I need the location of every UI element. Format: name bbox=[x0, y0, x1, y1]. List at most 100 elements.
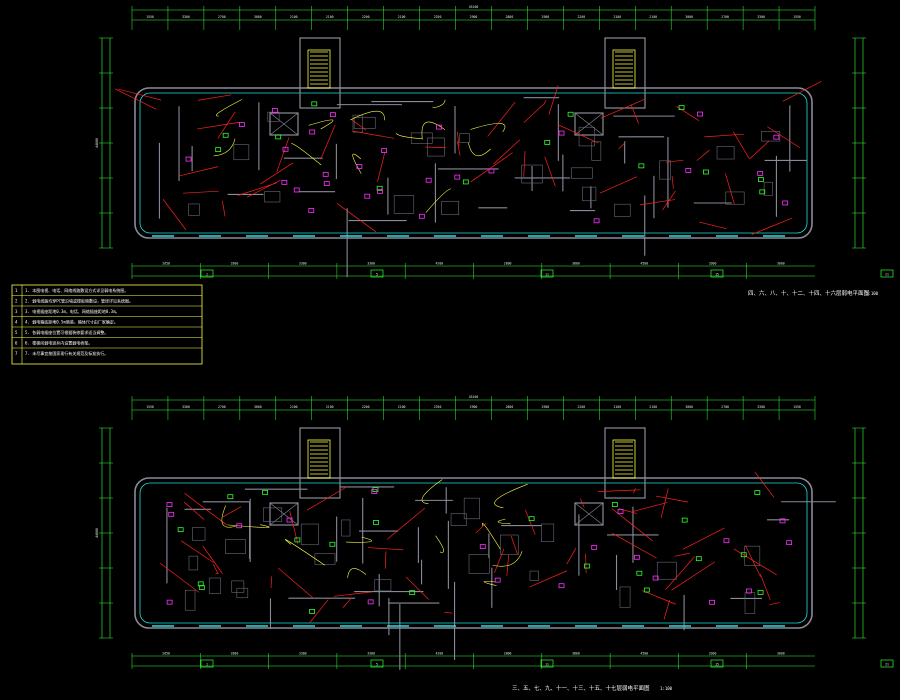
weak-current-circuit bbox=[162, 199, 187, 231]
outlet-device bbox=[166, 599, 173, 605]
outlet-device bbox=[215, 147, 222, 153]
stair-outline bbox=[307, 49, 331, 89]
furniture-block bbox=[463, 497, 480, 520]
dim-top-label: 2700 bbox=[721, 405, 729, 409]
furniture-block bbox=[571, 167, 593, 179]
grid-bubble bbox=[540, 269, 554, 278]
weak-current-circuit bbox=[320, 124, 336, 160]
weak-current-circuit bbox=[213, 564, 219, 574]
weak-current-circuit bbox=[612, 532, 657, 559]
dim-bottom-label: 3300 bbox=[231, 652, 239, 656]
weak-current-circuit bbox=[618, 142, 626, 150]
grid-bubble-label: 21 bbox=[885, 663, 889, 667]
outlet-device bbox=[709, 599, 716, 605]
signal-circuit bbox=[213, 138, 236, 157]
weak-current-circuit bbox=[782, 81, 822, 102]
outlet-device bbox=[723, 538, 730, 544]
dim-bottom-label: 2650 bbox=[162, 652, 170, 656]
dim-bottom-label: 4500 bbox=[640, 652, 648, 656]
plan-lower-scale: 1:100 bbox=[660, 686, 673, 691]
dim-side-label: 44800 bbox=[95, 528, 99, 538]
grid-bubble bbox=[370, 269, 384, 278]
dim-bottom-label: 4200 bbox=[436, 262, 444, 266]
stair-outline bbox=[612, 439, 636, 479]
dim-top-label: 2350 bbox=[434, 15, 442, 19]
furniture-block bbox=[188, 203, 200, 216]
furniture-block bbox=[614, 203, 631, 217]
note-index: 3 bbox=[15, 309, 18, 314]
weak-current-circuit bbox=[309, 599, 329, 623]
furniture-block bbox=[188, 555, 199, 571]
plan-upper-title: 四、六、八、十、十二、十四、十六层弱电平面图 bbox=[748, 289, 870, 297]
outlet-device bbox=[222, 132, 229, 138]
signal-circuit bbox=[468, 142, 491, 156]
outlet-device bbox=[281, 179, 288, 185]
weak-current-circuit bbox=[276, 137, 290, 173]
furniture-block bbox=[236, 587, 249, 599]
weak-current-circuit bbox=[732, 131, 750, 159]
window-band bbox=[139, 482, 808, 624]
outlet-device bbox=[617, 509, 624, 514]
dim-top-label: 2100 bbox=[290, 405, 298, 409]
outlet-device bbox=[633, 554, 640, 560]
grid-bubble bbox=[540, 659, 554, 668]
outlet-device bbox=[271, 108, 278, 113]
outlet-device bbox=[678, 105, 685, 110]
furniture-block bbox=[450, 513, 467, 526]
outlet-device bbox=[198, 585, 205, 590]
furniture-block bbox=[521, 164, 543, 184]
outlet-device bbox=[488, 168, 495, 174]
weak-current-circuit bbox=[769, 602, 780, 606]
elevator-shaft bbox=[269, 502, 299, 526]
dim-top-label: 1550 bbox=[793, 15, 801, 19]
weak-current-circuit bbox=[745, 544, 761, 577]
dim-bottom-label: 3300 bbox=[367, 652, 375, 656]
weak-current-circuit bbox=[181, 540, 214, 563]
weak-current-circuit bbox=[456, 131, 460, 147]
signal-circuit bbox=[470, 123, 506, 133]
note-text-line: 6. 楼梯间弱电竖井内设置弱电桥架。 bbox=[25, 340, 92, 346]
elevator-shaft bbox=[269, 112, 299, 136]
dim-top-label: 3000 bbox=[685, 15, 693, 19]
grid-bubble bbox=[710, 269, 724, 278]
weak-current-circuit bbox=[197, 121, 240, 130]
dim-top-label: 3300 bbox=[182, 405, 190, 409]
outlet-device bbox=[286, 517, 293, 523]
furniture-block bbox=[262, 507, 283, 522]
dim-bottom-label: 3000 bbox=[777, 262, 785, 266]
outlet-device bbox=[177, 527, 184, 533]
signal-circuit bbox=[432, 99, 446, 109]
outlet-device bbox=[567, 111, 574, 117]
dim-bottom-label: 2800 bbox=[504, 652, 512, 656]
weak-current-circuit bbox=[222, 506, 242, 518]
dim-bottom-label: 3000 bbox=[777, 652, 785, 656]
outlet-device bbox=[782, 200, 789, 206]
outer-wall bbox=[134, 87, 813, 239]
dim-side-label: 44800 bbox=[95, 138, 99, 148]
dim-top-label: 2800 bbox=[506, 405, 514, 409]
dim-top-label: 2900 bbox=[542, 405, 550, 409]
outlet-device bbox=[528, 516, 535, 522]
weak-current-circuit bbox=[682, 527, 725, 550]
dim-top-label: 2100 bbox=[398, 15, 406, 19]
outlet-device bbox=[418, 213, 425, 219]
elevator-cross bbox=[574, 112, 604, 136]
dim-bottom-label: 3800 bbox=[572, 652, 580, 656]
weak-current-circuit bbox=[699, 221, 727, 230]
weak-current-circuit bbox=[597, 489, 641, 492]
weak-current-circuit bbox=[525, 509, 536, 535]
stair-core bbox=[299, 427, 341, 499]
outlet-device bbox=[409, 590, 416, 596]
note-index: 6 bbox=[15, 341, 18, 346]
signal-circuit bbox=[421, 121, 446, 140]
outlet-device bbox=[757, 177, 764, 183]
dim-bottom-label: 3300 bbox=[367, 262, 375, 266]
dim-top-label: 2200 bbox=[362, 405, 370, 409]
furniture-block bbox=[225, 539, 246, 554]
dim-top-label: 2100 bbox=[649, 15, 657, 19]
furniture-block bbox=[578, 126, 595, 147]
weak-current-circuit bbox=[487, 101, 516, 137]
dim-bottom-label: 3300 bbox=[231, 262, 239, 266]
elevator-shaft bbox=[574, 112, 604, 136]
